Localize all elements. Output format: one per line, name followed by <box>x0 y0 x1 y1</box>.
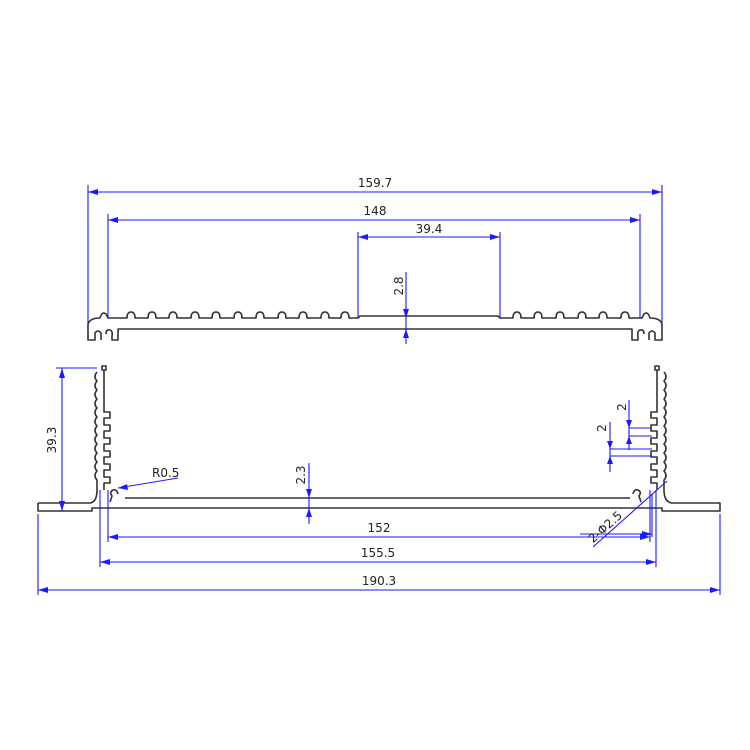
dim-label-152: 152 <box>368 521 391 535</box>
dim-label-148: 148 <box>364 204 387 218</box>
dim-label-155-5: 155.5 <box>361 546 395 560</box>
top-profile-outline <box>87 311 663 329</box>
top-dimensions: 159.7 148 39.4 2.8 <box>87 176 663 344</box>
dim-label-r0-5: R0.5 <box>152 466 179 480</box>
dim-label-fin-2b: 2 <box>595 424 609 432</box>
dim-label-159-7: 159.7 <box>358 176 392 190</box>
dim-label-holes: 2-Φ2.5 <box>586 508 625 546</box>
top-profile-bottom <box>87 328 663 341</box>
right-wall-outline <box>650 365 667 490</box>
top-profile <box>87 311 663 341</box>
bottom-dimensions: 39.3 R0.5 2.3 152 155.5 190.3 2 2 2-Φ2.5 <box>37 367 721 595</box>
dim-label-39-4: 39.4 <box>416 222 443 236</box>
left-wall-outline <box>94 365 111 490</box>
base-plate <box>37 489 721 512</box>
bottom-profile <box>37 365 721 512</box>
dim-label-2-3: 2.3 <box>294 465 308 484</box>
dim-label-2-8: 2.8 <box>392 276 406 295</box>
dim-label-39-3: 39.3 <box>45 427 59 454</box>
dim-label-fin-2a: 2 <box>615 403 629 411</box>
dim-label-190-3: 190.3 <box>362 574 396 588</box>
